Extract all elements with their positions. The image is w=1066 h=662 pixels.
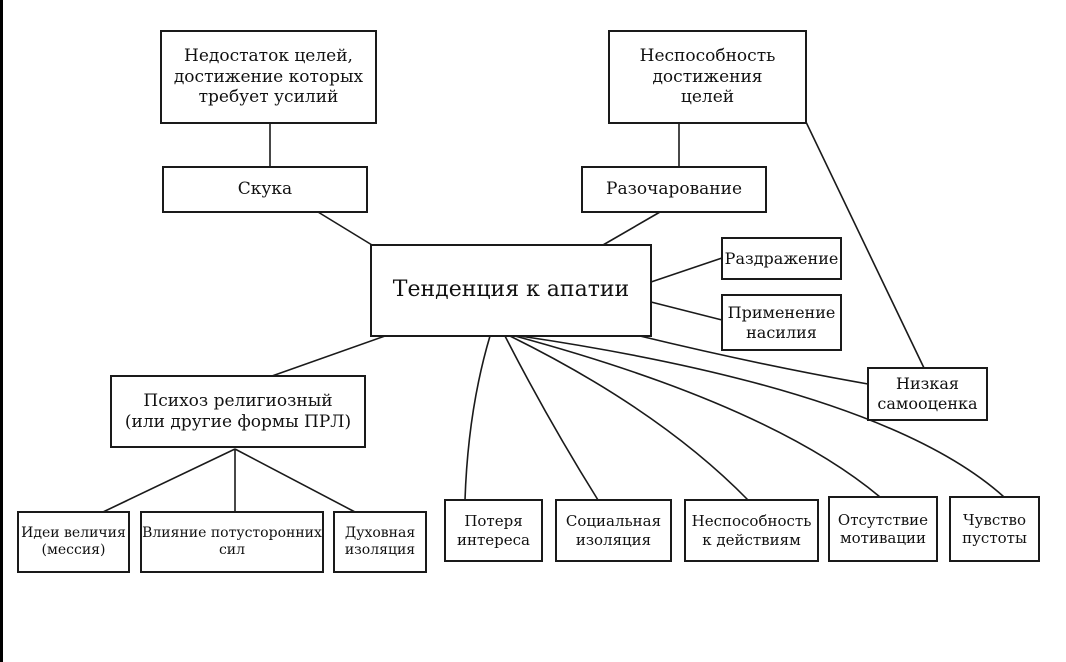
edge-center-to-lack-of-motivation	[514, 335, 881, 498]
node-lack-of-motivation: Отсутствие мотивации	[828, 496, 938, 562]
node-lack-of-goals: Недостаток целей, достижение которых тре…	[160, 30, 377, 124]
node-disappointment: Разочарование	[581, 166, 767, 213]
edge-psychosis-to-grandeur	[102, 448, 236, 513]
node-loss-of-interest: Потеря интереса	[444, 499, 543, 562]
edge-center-to-psychosis	[271, 335, 386, 377]
node-boredom: Скука	[162, 166, 368, 213]
edge-center-to-inability	[509, 335, 749, 501]
node-inability-to-act: Неспособность к действиям	[684, 499, 819, 562]
edge-center-to-emptiness	[519, 335, 1005, 498]
node-feeling-of-emptiness: Чувство пустоты	[949, 496, 1040, 562]
node-otherworldly-influence: Влияние потусторонних сил	[140, 511, 324, 573]
node-ideas-of-grandeur: Идеи величия (мессия)	[17, 511, 130, 573]
edge-center-to-low-self-esteem	[639, 335, 869, 385]
edge-center-to-irritation	[650, 257, 723, 283]
node-irritation: Раздражение	[721, 237, 842, 280]
edge-disappointment-to-center	[602, 211, 661, 246]
node-spiritual-isolation: Духовная изоляция	[333, 511, 427, 573]
left-edge-border	[0, 0, 3, 662]
edge-boredom-to-center	[317, 211, 373, 246]
node-violence: Применение насилия	[721, 294, 842, 351]
node-apathy-tendency: Тенденция к апатии	[370, 244, 652, 337]
node-inability-achieve-goals: Неспособность достижения целей	[608, 30, 807, 124]
edge-center-to-violence	[650, 301, 723, 321]
node-low-self-esteem: Низкая самооценка	[867, 367, 988, 421]
node-religious-psychosis: Психоз религиозный (или другие формы ПРЛ…	[110, 375, 366, 448]
edge-center-to-social-isolation	[504, 335, 599, 501]
edge-center-to-loss-of-interest	[464, 335, 491, 501]
edge-psychosis-to-spiritual	[234, 448, 356, 513]
edge-top-right-to-low-self-esteem	[805, 121, 925, 369]
node-social-isolation: Социальная изоляция	[555, 499, 672, 562]
